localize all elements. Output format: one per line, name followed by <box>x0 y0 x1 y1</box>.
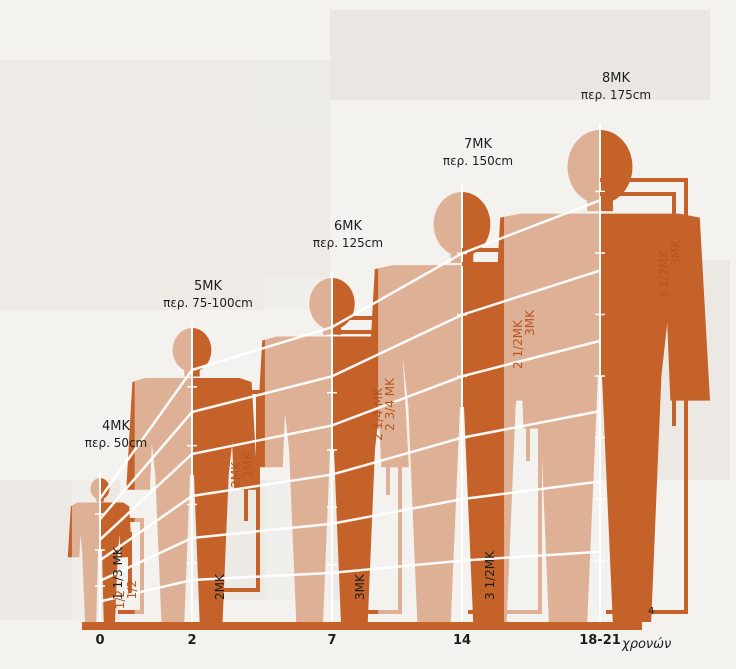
segment-label: 3MK <box>669 239 683 266</box>
age-tick-label: 18-21 <box>579 633 621 648</box>
bracket-label: 2MK <box>213 573 227 600</box>
segment-label: 2 1/4 MK <box>371 387 385 441</box>
figure-5 <box>490 124 710 622</box>
bracket-label: 3 1/2MK <box>483 550 497 600</box>
age-tick-label: 7 <box>327 633 336 648</box>
segment-label: 1/2 <box>113 590 127 609</box>
segment-label: 1/2 <box>125 580 139 599</box>
segment-label: 2 3/4 MK <box>383 377 397 431</box>
age-tick-label: 0 <box>95 633 104 648</box>
age-tick-label: 14 <box>453 633 471 648</box>
height-label: περ. 75-100cm <box>163 296 253 310</box>
segment-label: 2MK <box>241 451 255 478</box>
segment-label: 3MK <box>523 309 537 336</box>
corner-number: 4 <box>648 606 654 617</box>
module-count-label: 7MK <box>464 137 492 152</box>
segment-label: 3 1/2MK <box>657 249 671 299</box>
module-count-label: 5MK <box>194 279 222 294</box>
age-tick-label: 2 <box>187 633 196 648</box>
x-axis-unit: χρονών <box>621 637 671 652</box>
module-count-label: 4MK <box>102 419 130 434</box>
module-count-label: 6MK <box>334 219 362 234</box>
height-label: περ. 175cm <box>581 88 651 102</box>
bracket-label: 3MK <box>353 573 367 600</box>
height-label: περ. 125cm <box>313 236 383 250</box>
segment-label: 2 1/2MK <box>511 319 525 369</box>
segment-label: 2MK <box>229 461 243 488</box>
height-label: περ. 50cm <box>85 436 148 450</box>
ground-bar <box>82 622 642 630</box>
height-label: περ. 150cm <box>443 154 513 168</box>
module-count-label: 8MK <box>602 71 630 86</box>
